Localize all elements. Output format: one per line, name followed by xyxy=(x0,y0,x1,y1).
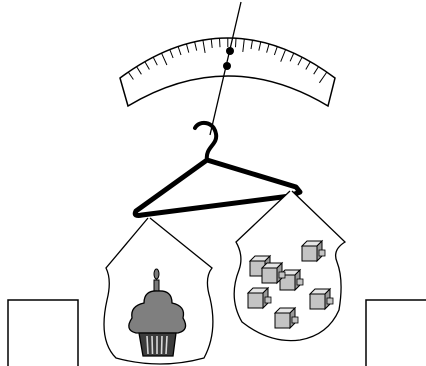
right-bag xyxy=(234,191,345,341)
right-side-box xyxy=(366,300,426,366)
pointer-pivot-bottom xyxy=(223,62,231,70)
pointer-pivot-top xyxy=(226,47,234,55)
scale-tick xyxy=(236,38,237,47)
left-bag xyxy=(104,218,213,364)
coat-hanger xyxy=(135,123,300,216)
scale-tick xyxy=(220,38,221,47)
hanger-hook xyxy=(195,123,216,160)
left-side-box xyxy=(8,300,78,366)
